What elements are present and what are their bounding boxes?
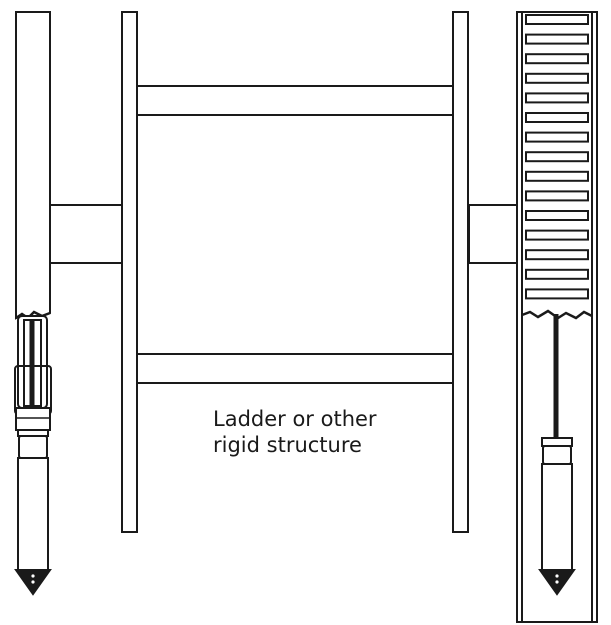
screen-slot bbox=[525, 151, 589, 163]
screen-slot bbox=[525, 72, 589, 84]
left-sensor-body bbox=[17, 457, 49, 571]
screen-slot bbox=[525, 210, 589, 221]
screen-slot bbox=[525, 268, 589, 280]
right-tip-dot bbox=[555, 574, 559, 578]
screen-slot bbox=[525, 190, 589, 202]
screen-slot bbox=[525, 53, 589, 65]
right-sensor-collar bbox=[541, 437, 573, 447]
ladder-label: Ladder or other rigid structure bbox=[213, 406, 377, 458]
left-pipe-body bbox=[15, 11, 51, 320]
left-tip-dot bbox=[31, 580, 35, 584]
left-sensor-nut bbox=[15, 407, 51, 431]
right-sensor-body bbox=[541, 463, 573, 571]
screen-slot bbox=[525, 14, 589, 25]
screen-slot bbox=[525, 131, 589, 143]
ladder-rung-top bbox=[136, 85, 454, 116]
ladder-label-line-1: Ladder or other bbox=[213, 407, 377, 431]
ladder-right-rail bbox=[452, 11, 469, 533]
screen-slot bbox=[525, 229, 589, 241]
right-tip-dot bbox=[555, 580, 559, 584]
right-sensor-hex bbox=[542, 445, 572, 465]
screen-slot bbox=[525, 288, 589, 300]
left-tip-dot bbox=[31, 574, 35, 578]
right-pressure-sensor bbox=[538, 314, 576, 596]
left-pressure-sensor bbox=[14, 315, 52, 596]
screen-slot bbox=[525, 112, 589, 123]
ladder-label-line-2: rigid structure bbox=[213, 433, 362, 457]
screen-slots bbox=[525, 14, 589, 300]
screen-slot bbox=[525, 33, 589, 45]
ladder bbox=[121, 11, 469, 533]
screen-slot bbox=[525, 249, 589, 261]
ladder-rung-bottom bbox=[136, 353, 454, 384]
ladder-left-rail bbox=[121, 11, 138, 533]
screen-slot bbox=[525, 92, 589, 104]
left-mount-bracket bbox=[49, 204, 123, 264]
left-sensor-hex bbox=[18, 435, 48, 459]
right-mount-bracket bbox=[468, 204, 518, 264]
left-pipe bbox=[15, 11, 51, 320]
screen-slot bbox=[525, 170, 589, 182]
